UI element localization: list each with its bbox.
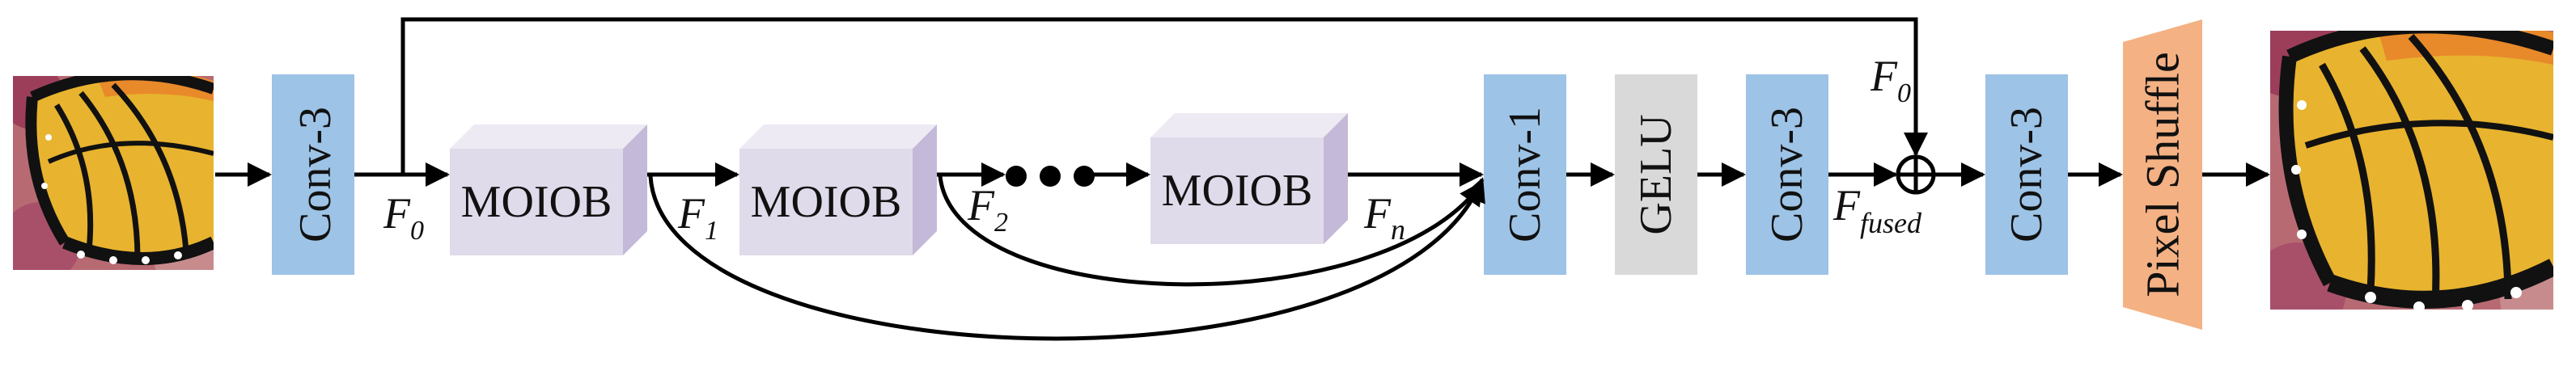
edge-f2-to-conv1: [938, 175, 1485, 287]
label-f2-sub: 2: [994, 208, 1008, 238]
label-f1: F1: [677, 189, 718, 246]
ellipsis-dots: [1006, 166, 1095, 187]
label-fn: Fn: [1363, 189, 1405, 246]
label-f0-skip-base: F: [1870, 52, 1898, 100]
input-image: [13, 76, 214, 270]
moiob-1-label: MOIOB: [461, 177, 612, 227]
svg-text:Ffused: Ffused: [1832, 181, 1922, 239]
sum-node: [1896, 154, 1936, 195]
svg-text:F1: F1: [677, 189, 718, 246]
moiob-block-n: MOIOB: [1150, 113, 1348, 244]
svg-text:Fn: Fn: [1363, 189, 1405, 246]
label-fn-sub: n: [1391, 213, 1405, 246]
output-image: [2270, 31, 2553, 310]
conv3-input-label: Conv-3: [290, 107, 341, 242]
label-f1-sub: 1: [705, 216, 718, 246]
conv3-mid-block: Conv-3: [1746, 74, 1828, 275]
svg-text:F0: F0: [1870, 52, 1911, 108]
label-ffused: Ffused: [1832, 181, 1922, 239]
moiob-2-label: MOIOB: [751, 177, 902, 227]
gelu-label: GELU: [1631, 114, 1681, 234]
conv3-mid-label: Conv-3: [1762, 107, 1812, 242]
label-f0-sub: 0: [410, 216, 424, 246]
label-fn-base: F: [1363, 189, 1392, 238]
label-f0-skip-sub: 0: [1897, 78, 1911, 108]
label-f0: F0: [383, 189, 424, 246]
svg-text:F0: F0: [383, 189, 424, 246]
label-f2: F2: [967, 181, 1008, 238]
conv1-label: Conv-1: [1500, 107, 1550, 242]
label-ffused-base: F: [1832, 181, 1861, 230]
label-f2-base: F: [967, 181, 995, 230]
pixel-shuffle-label: Pixel Shuffle: [2137, 52, 2189, 297]
edge-global-skip: [400, 17, 1928, 175]
label-ffused-sub: fused: [1860, 207, 1922, 239]
edge-f1-to-conv1: [648, 175, 1485, 341]
conv1-block: Conv-1: [1484, 74, 1566, 275]
conv3-input-block: Conv-3: [272, 74, 354, 275]
gelu-block: GELU: [1615, 74, 1697, 275]
label-f1-base: F: [677, 189, 705, 238]
svg-text:F2: F2: [967, 181, 1008, 238]
moiob-block-1: MOIOB: [450, 124, 647, 255]
conv3-output-label: Conv-3: [2002, 107, 2052, 242]
moiob-n-label: MOIOB: [1162, 166, 1313, 216]
moiob-block-2: MOIOB: [739, 124, 937, 255]
pixel-shuffle-block: Pixel Shuffle: [2123, 19, 2202, 330]
label-f0-base: F: [383, 189, 411, 238]
label-f0-skip: F0: [1870, 52, 1911, 108]
conv3-output-block: Conv-3: [1985, 74, 2068, 275]
edges: [215, 17, 2270, 341]
